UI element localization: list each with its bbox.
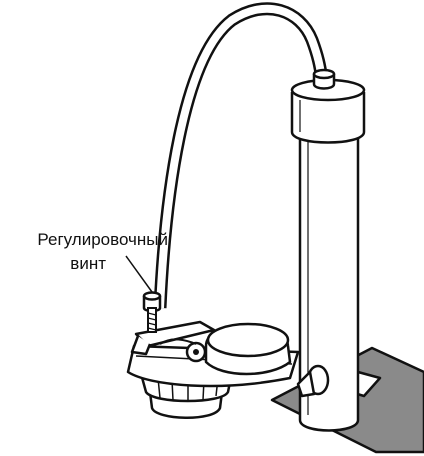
refill-tube-inner [156,4,326,309]
tube-nozzle-top [312,68,336,80]
lever-link [159,338,197,345]
adjusting-screw-label: Регулировочный винт [0,228,168,276]
refill-tube [153,2,329,309]
callout-line-1: Регулировочный [37,230,168,249]
callout-leader-line [125,255,153,293]
lever-pivot-center [193,349,199,355]
column-top-cap [290,92,366,144]
adjusting-screw [142,291,162,333]
valve-column [298,130,360,432]
callout-line-2: винт [70,254,106,273]
lever-bracket [130,335,152,356]
column-clip-tab [296,370,316,398]
valve-base-ribs [157,377,219,401]
diaphragm-dome-top [206,322,290,358]
